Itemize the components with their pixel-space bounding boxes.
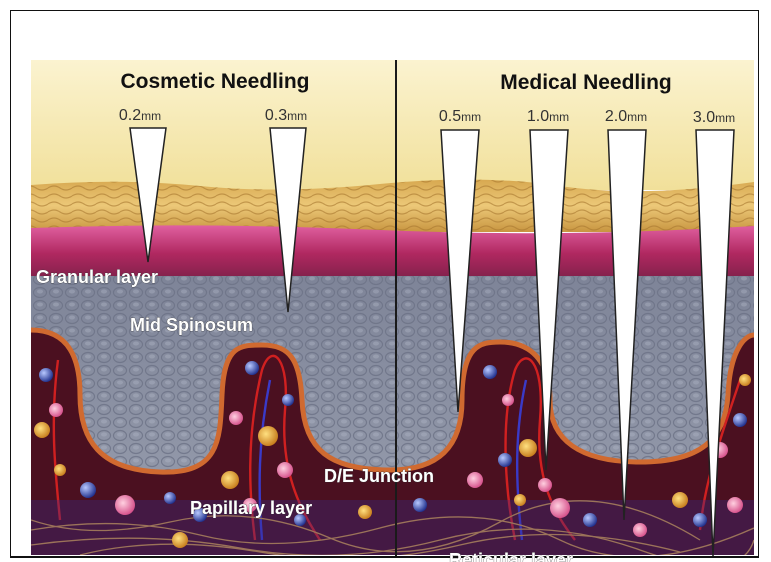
cosmetic-needling-title: Cosmetic Needling — [120, 70, 309, 93]
needle-label-0-3mm: 0.3mm — [265, 107, 307, 124]
needle-label-2-0mm: 2.0mm — [605, 108, 647, 125]
reticular-layer-label: Reticular layer — [449, 550, 573, 562]
mid-spinosum-label: Mid Spinosum — [130, 315, 253, 335]
de-junction-label: D/E Junction — [324, 466, 434, 486]
needle-label-0-5mm: 0.5mm — [439, 108, 481, 125]
papillary-layer-label: Papillary layer — [190, 498, 312, 518]
needle-label-3-0mm: 3.0mm — [693, 109, 735, 126]
granular-layer-label: Granular layer — [36, 267, 158, 287]
needle-label-1-0mm: 1.0mm — [527, 108, 569, 125]
needle-label-0-2mm: 0.2mm — [119, 107, 161, 124]
medical-needling-title: Medical Needling — [500, 71, 672, 94]
